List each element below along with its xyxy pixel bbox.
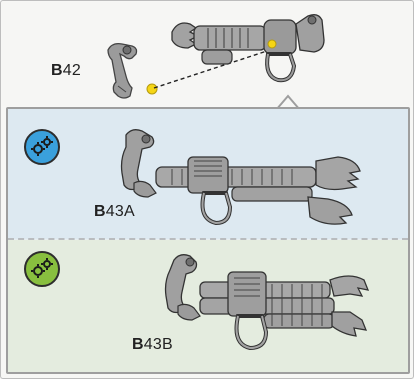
gears-icon <box>29 134 55 160</box>
option-a-panel: B43A <box>8 109 408 239</box>
option-b-panel: B43B <box>8 240 408 372</box>
options-callout: B43A <box>6 107 410 374</box>
part-prefix: B <box>132 336 144 353</box>
part-number: 42 <box>63 62 81 79</box>
part-prefix: B <box>51 62 63 79</box>
assembly-section: B42 <box>2 2 412 106</box>
weapon-part-image <box>168 10 338 86</box>
part-prefix: B <box>94 203 106 220</box>
weapon-option-a-image <box>112 123 374 235</box>
part-label-b42: B42 <box>51 62 81 80</box>
weapon-option-b-image <box>154 250 376 366</box>
gears-icon <box>29 256 55 282</box>
gears-icon <box>24 251 60 287</box>
gears-icon <box>24 129 60 165</box>
